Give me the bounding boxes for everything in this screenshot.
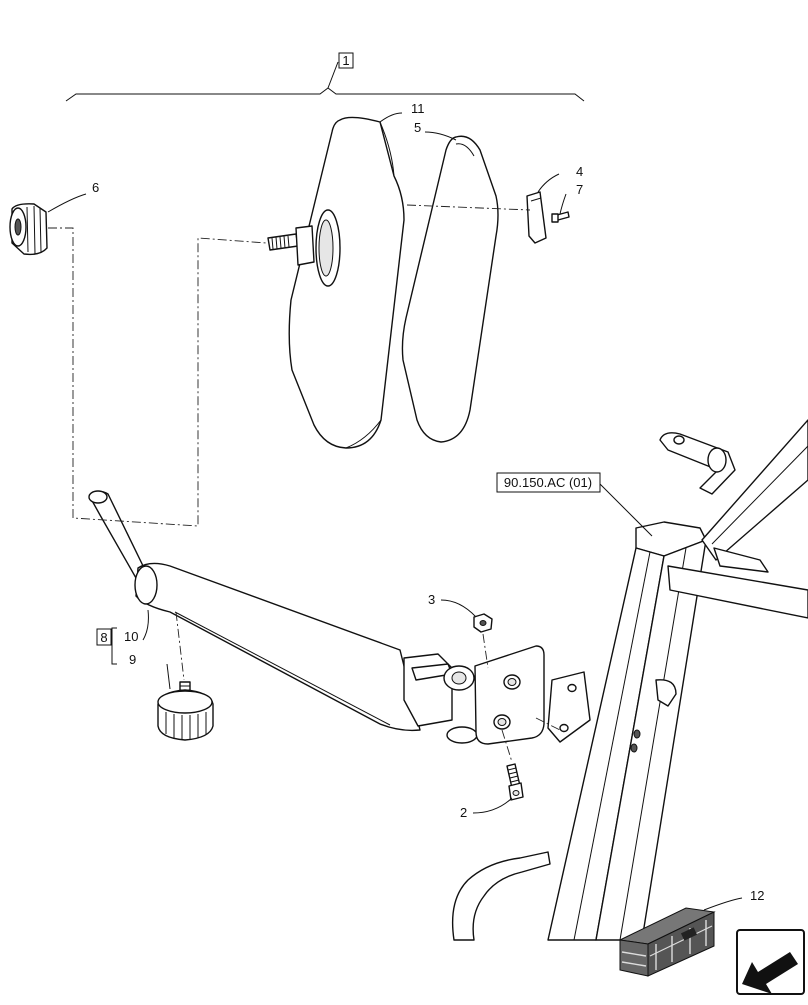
nut	[473, 613, 493, 633]
mounting-plate	[474, 645, 545, 745]
callout-12[interactable]: 12	[750, 888, 764, 903]
callout-9[interactable]: 9	[129, 652, 136, 667]
screw-small	[551, 211, 570, 223]
callout-7[interactable]: 7	[576, 182, 583, 197]
cab-frame	[451, 419, 808, 941]
mirror-housing	[288, 116, 405, 449]
assembly-bracket	[65, 52, 585, 102]
callout-5[interactable]: 5	[414, 120, 421, 135]
clip	[526, 191, 547, 244]
mirror-arm	[88, 490, 478, 744]
reference-box[interactable]	[496, 472, 601, 493]
callout-1[interactable]: 1	[342, 53, 349, 68]
knob-bottom	[157, 681, 214, 741]
knob-top	[9, 203, 48, 256]
parts-kit-box-icon	[618, 907, 716, 977]
callout-2[interactable]: 2	[460, 805, 467, 820]
callout-4[interactable]: 4	[576, 164, 583, 179]
callout-11[interactable]: 11	[411, 101, 425, 116]
callout-8[interactable]: 8	[100, 630, 107, 645]
mirror-glass	[401, 135, 499, 443]
reference-label[interactable]: 90.150.AC (01)	[504, 475, 592, 490]
leader-lines	[47, 112, 743, 911]
navigation-arrow-icon[interactable]	[736, 929, 805, 995]
callout-3[interactable]: 3	[428, 592, 435, 607]
bolt	[506, 763, 524, 801]
housing-stud	[267, 225, 315, 266]
callout-6[interactable]: 6	[92, 180, 99, 195]
centre-lines	[48, 204, 565, 763]
callout-10[interactable]: 10	[124, 629, 138, 644]
